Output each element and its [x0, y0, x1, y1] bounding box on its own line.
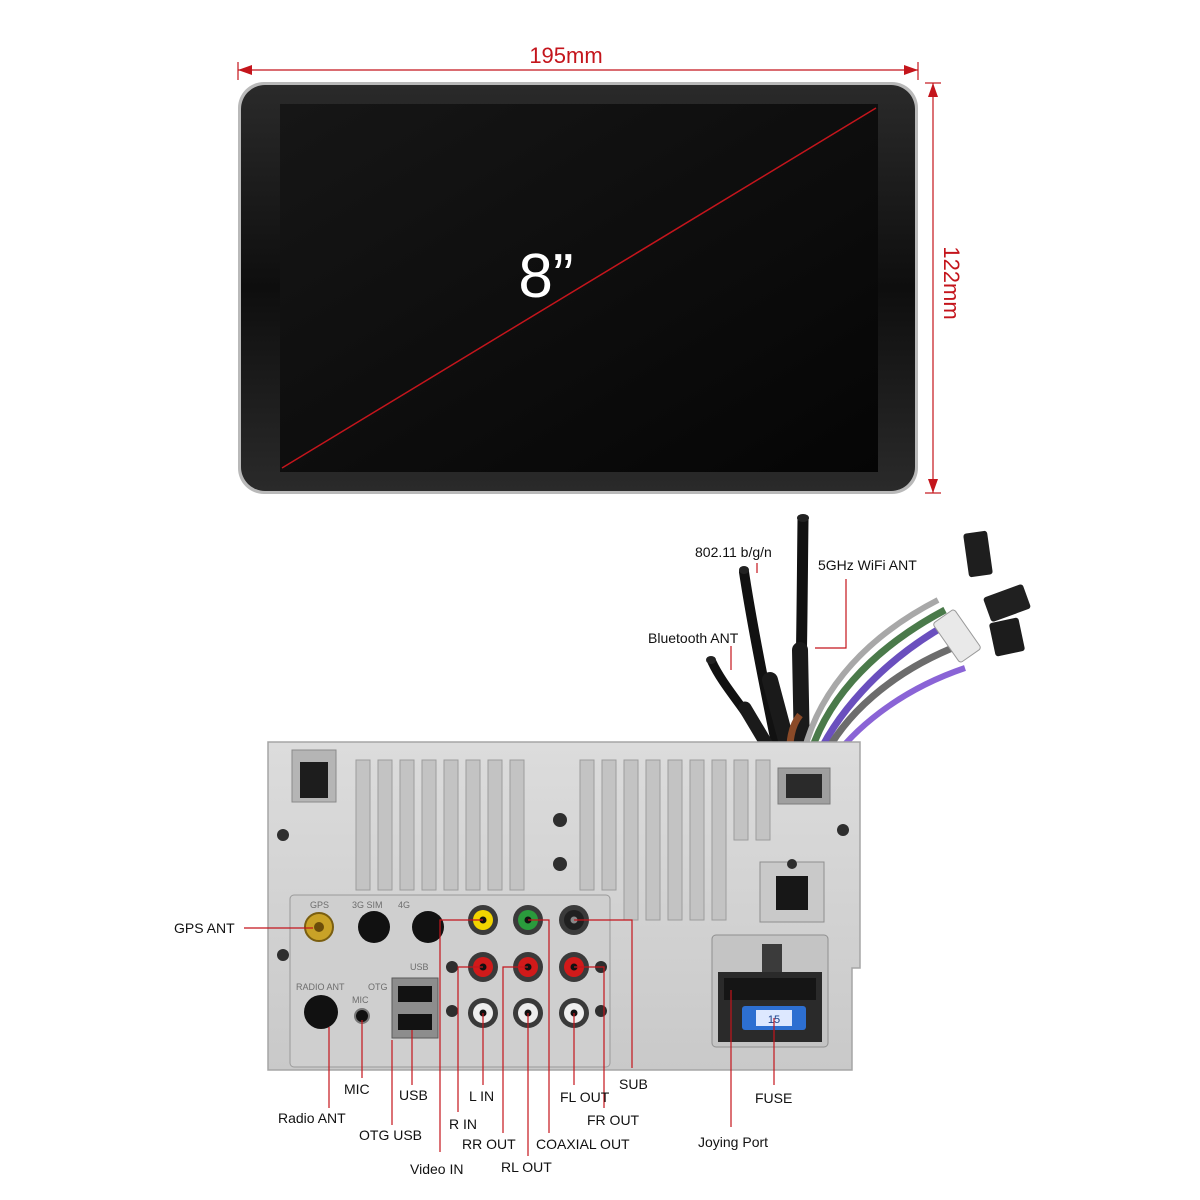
- panel-print-4g: 4G: [398, 900, 410, 910]
- panel-print-usb: USB: [410, 962, 429, 972]
- sim-3g-socket: [358, 911, 390, 943]
- label-joying-port: Joying Port: [698, 1134, 768, 1150]
- label-l-in: L IN: [469, 1088, 494, 1104]
- screen-size-label: 8”: [518, 242, 573, 311]
- label-usb: USB: [399, 1087, 428, 1103]
- radio-socket: [304, 995, 338, 1029]
- mounting-holes: [277, 813, 849, 979]
- harness-connector-top: [963, 530, 993, 578]
- label-video-in: Video IN: [410, 1161, 463, 1177]
- label-r-in: R IN: [449, 1116, 477, 1132]
- width-label: 195mm: [529, 43, 602, 68]
- label-bluetooth: Bluetooth ANT: [648, 630, 739, 646]
- gps-socket: [304, 912, 334, 942]
- label-rr-out: RR OUT: [462, 1136, 516, 1152]
- label-mic: MIC: [344, 1081, 370, 1097]
- rear-chassis: GPS 3G SIM 4G RADIO ANT MIC OTG USB 15: [267, 741, 861, 1071]
- label-gps-ant: GPS ANT: [174, 920, 235, 936]
- diagonal-line: [281, 107, 877, 469]
- label-fr-out: FR OUT: [587, 1112, 640, 1128]
- width-dimension: 195mm: [237, 43, 919, 80]
- label-wifi-24: 802.11 b/g/n: [695, 544, 772, 560]
- harness-connector-mid: [983, 584, 1031, 622]
- label-rl-out: RL OUT: [501, 1159, 552, 1175]
- harness-connector-clear: [933, 609, 981, 663]
- label-sub: SUB: [619, 1076, 648, 1092]
- callout-labels: 802.11 b/g/n 5GHz WiFi ANT Bluetooth ANT…: [174, 544, 917, 1177]
- callout-leaders: [244, 563, 847, 1156]
- height-dimension: 122mm: [925, 82, 964, 494]
- panel-print-radio: RADIO ANT: [296, 982, 345, 992]
- height-label: 122mm: [939, 246, 964, 319]
- panel-print-3g: 3G SIM: [352, 900, 383, 910]
- label-coaxial-out: COAXIAL OUT: [536, 1136, 630, 1152]
- label-fuse: FUSE: [755, 1090, 792, 1106]
- label-wifi-5g: 5GHz WiFi ANT: [818, 557, 917, 573]
- panel-print-otg: OTG: [368, 982, 388, 992]
- sim-4g-socket: [412, 911, 444, 943]
- panel-print-mic: MIC: [352, 995, 369, 1005]
- label-otg-usb: OTG USB: [359, 1127, 422, 1143]
- label-fl-out: FL OUT: [560, 1089, 610, 1105]
- panel-print-gps: GPS: [310, 900, 329, 910]
- harness-connector-low: [989, 617, 1025, 657]
- label-radio-ant: Radio ANT: [278, 1110, 346, 1126]
- cooling-fins: [355, 759, 771, 921]
- head-unit-screen: 8”: [238, 82, 918, 494]
